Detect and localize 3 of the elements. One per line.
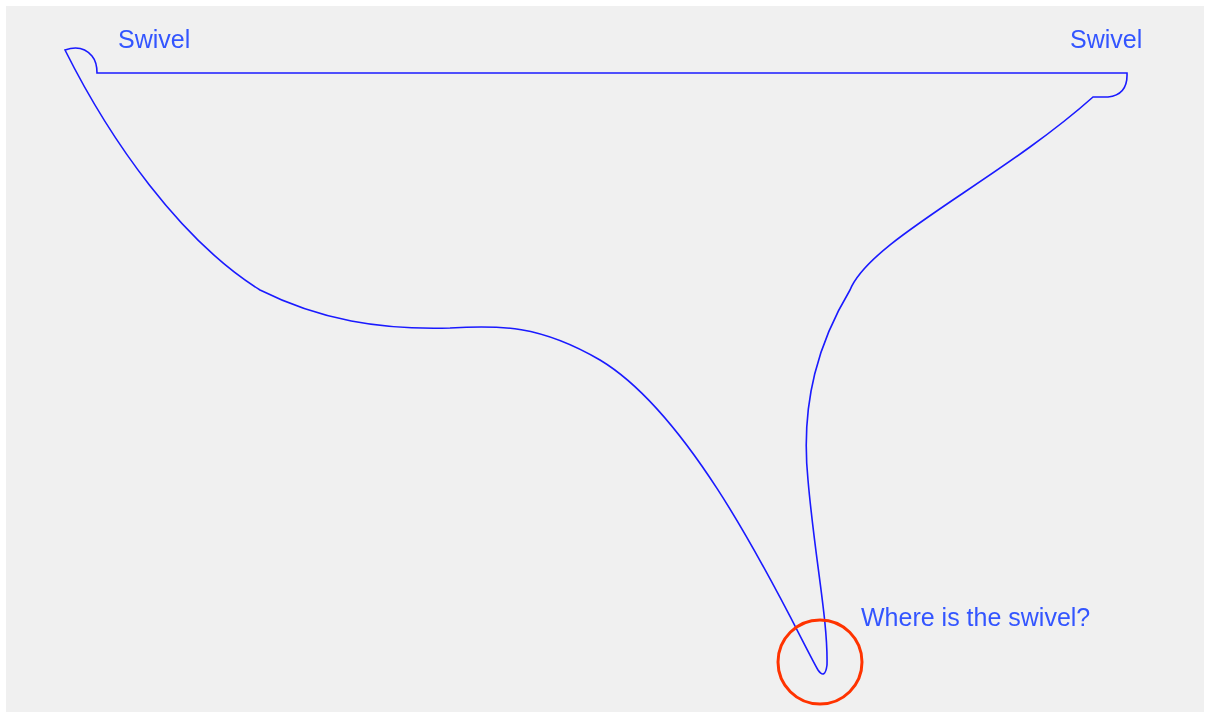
part-label: Swivel	[1070, 27, 1143, 52]
part-label: Swivel	[118, 27, 191, 52]
question-label: Where is the swivel?	[861, 605, 1091, 630]
